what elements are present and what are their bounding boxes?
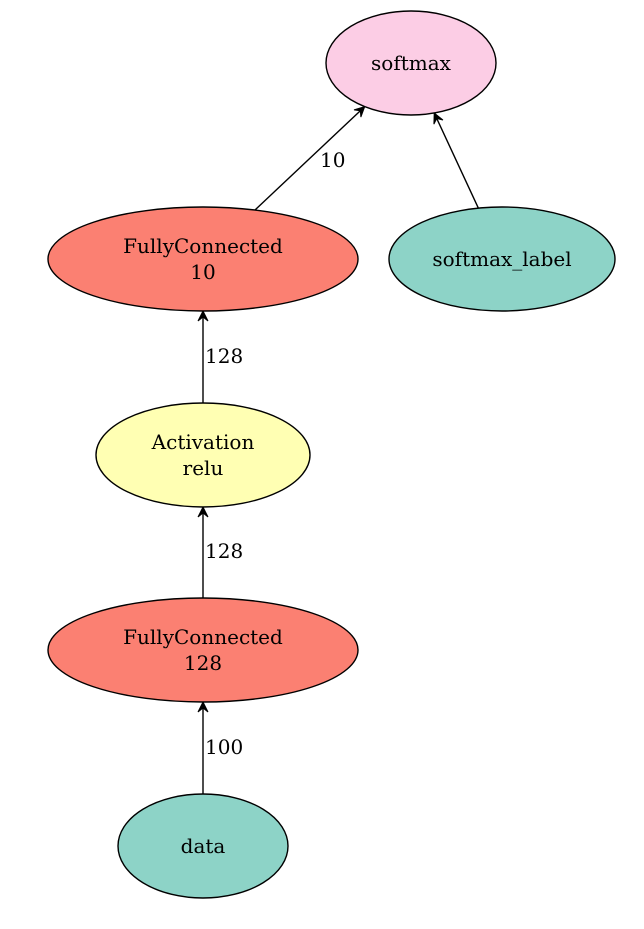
- node-softmax: softmax: [325, 10, 497, 116]
- edge-softmax_label-to-softmax: [434, 113, 480, 209]
- node-softmax-label-0: softmax: [371, 51, 452, 75]
- edge-label-relu-to-fc10: 128: [205, 344, 243, 368]
- node-fc10-ellipse: [47, 206, 359, 312]
- node-softmax_label-label-0: softmax_label: [432, 247, 571, 271]
- node-data-ellipse: [117, 793, 289, 899]
- node-fc10-label-0: FullyConnected: [123, 234, 283, 258]
- edge-fc10-to-softmax: [254, 107, 365, 211]
- node-data: data: [117, 793, 289, 899]
- node-fc10-label-1: 10: [190, 260, 215, 284]
- node-relu-ellipse: [95, 402, 311, 508]
- edge-label-data-to-fc128: 100: [205, 735, 243, 759]
- node-relu-label-0: Activation: [151, 430, 255, 454]
- node-fc128-label-1: 128: [184, 651, 222, 675]
- node-softmax-ellipse: [325, 10, 497, 116]
- edge-label-fc10-to-softmax: 10: [320, 148, 345, 172]
- node-fc128-ellipse: [47, 597, 359, 703]
- node-softmax_label-ellipse: [388, 206, 616, 312]
- nodes-layer: softmaxFullyConnected10softmax_labelActi…: [47, 10, 616, 899]
- edges-layer: 10 128 128 100: [203, 107, 480, 794]
- node-fc128-label-0: FullyConnected: [123, 625, 283, 649]
- node-relu-label-1: relu: [183, 456, 224, 480]
- edge-label-fc128-to-relu: 128: [205, 539, 243, 563]
- node-data-label-0: data: [181, 834, 226, 858]
- node-softmax_label: softmax_label: [388, 206, 616, 312]
